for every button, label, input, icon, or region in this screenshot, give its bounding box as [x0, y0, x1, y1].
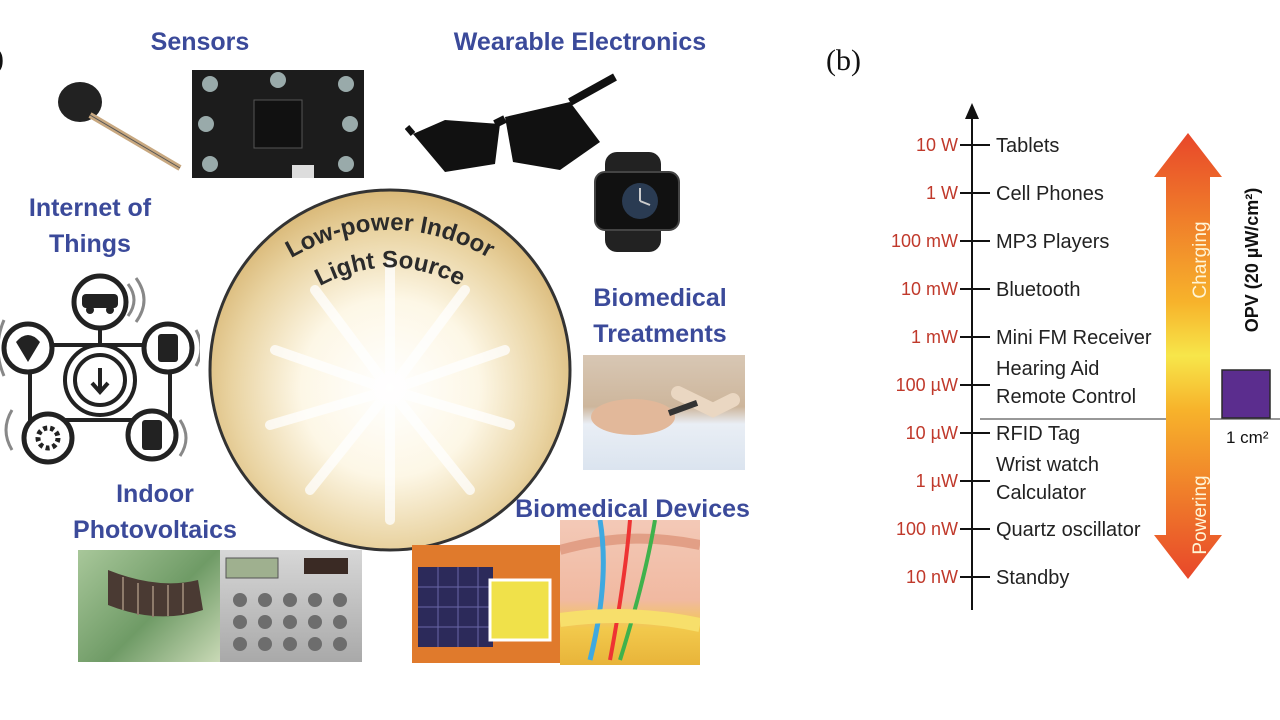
sunglasses-image	[405, 73, 617, 172]
device-label: Cell Phones	[996, 183, 1104, 205]
car-icon	[82, 294, 118, 308]
gear-icon	[35, 425, 61, 451]
power-level-label: 10 mW	[901, 279, 958, 299]
indoor-pv-label-line2: Photovoltaics	[73, 516, 237, 544]
heart-icon	[16, 335, 40, 362]
device-label: Bluetooth	[996, 279, 1081, 301]
light-source-disc	[208, 188, 572, 552]
powering-label: Powering	[1190, 475, 1211, 554]
panel-a-label: )	[0, 42, 4, 76]
power-level-label: 10 W	[916, 135, 958, 155]
device-label: Mini FM Receiver	[996, 327, 1152, 349]
sensors-label: Sensors	[150, 28, 250, 56]
power-level-label: 1 mW	[911, 327, 958, 347]
device-icon	[158, 334, 178, 362]
charging-powering-arrow	[1154, 133, 1222, 579]
power-level-label: 1 W	[926, 183, 958, 203]
solar-calculator-photo	[220, 550, 362, 662]
wearable-label: Wearable Electronics	[453, 28, 707, 56]
biomed-treatments-label-line1: Biomedical	[593, 284, 727, 312]
device-label: RFID Tag	[996, 423, 1080, 445]
iot-network-diagram	[0, 273, 200, 465]
power-level-label: 100 mW	[891, 231, 958, 251]
iot-label-line1: Internet of	[28, 194, 152, 222]
scale-axis-arrowhead	[965, 103, 979, 119]
light-source-line2: Light Source	[311, 246, 470, 291]
power-level-label: 100 µW	[896, 375, 958, 395]
svg-text:Light Source: Light Source	[311, 246, 470, 291]
device-label: Tablets	[996, 135, 1059, 157]
biomed-devices-label: Biomedical Devices	[515, 495, 750, 523]
skin-cross-section-photo	[560, 520, 700, 665]
remote-icon	[142, 420, 162, 450]
biomed-treatments-label-line2: Treatments	[593, 320, 727, 348]
cloud-download-icon	[90, 368, 110, 396]
area-label: 1 cm²	[1226, 428, 1269, 447]
panel-b-label: (b)	[826, 44, 861, 77]
device-label: MP3 Players	[996, 231, 1109, 253]
power-level-label: 10 nW	[906, 567, 958, 587]
power-level-label: 1 µW	[916, 471, 958, 491]
opv-square	[1221, 369, 1271, 419]
smartwatch-image	[594, 152, 680, 252]
power-scale-chart: Charging Powering OPV (20 µW/cm²) 1 cm² …	[891, 103, 1280, 610]
sensor-board-image	[192, 70, 364, 178]
light-source-title: Low-power Indoor Light Source	[281, 209, 499, 292]
power-level-label: 10 µW	[906, 423, 958, 443]
device-label: Quartz oscillator	[996, 519, 1141, 541]
power-level-label: 100 nW	[896, 519, 958, 539]
device-label: Standby	[996, 567, 1069, 589]
biomedical-device-patch-photo	[412, 545, 560, 663]
opv-label: OPV (20 µW/cm²)	[1242, 188, 1262, 332]
iot-label-line2: Things	[49, 230, 131, 258]
force-sensor-image	[58, 82, 182, 171]
biomedical-treatment-photo	[583, 355, 745, 470]
flexible-solar-cell-photo	[78, 550, 220, 662]
indoor-pv-label-line1: Indoor	[116, 480, 194, 508]
charging-label: Charging	[1190, 221, 1211, 298]
